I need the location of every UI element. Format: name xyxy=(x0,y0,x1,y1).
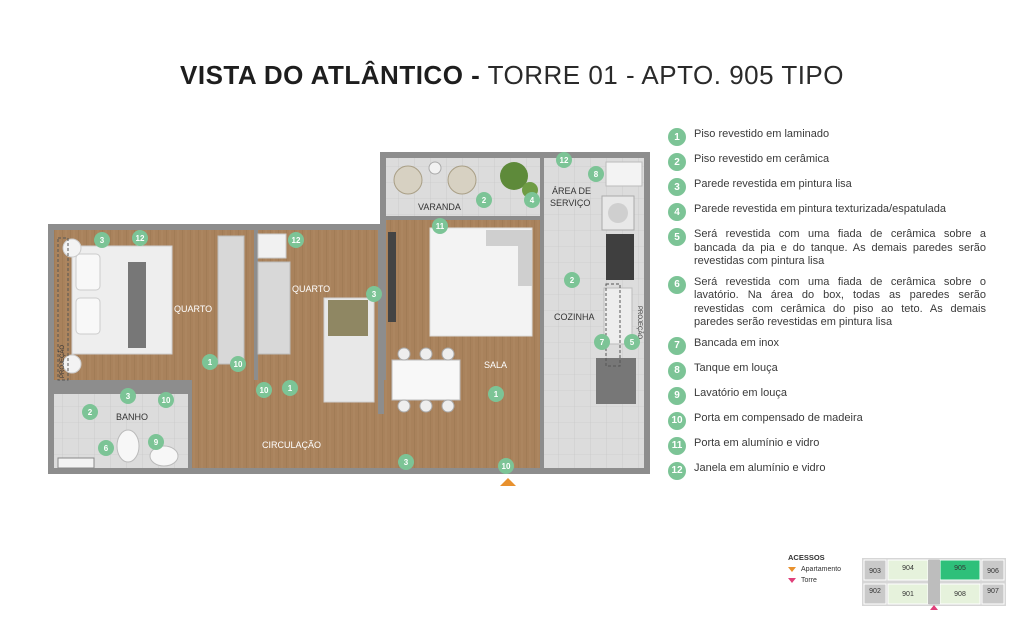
legend-text: Bancada em inox xyxy=(694,336,779,349)
marker-4: 4 xyxy=(530,196,535,205)
legend-item: 9 Lavatório em louça xyxy=(668,386,986,405)
legend-badge: 8 xyxy=(668,361,686,380)
legend-badge: 2 xyxy=(668,153,686,171)
marker-8: 8 xyxy=(594,170,599,179)
marker-12-b: 12 xyxy=(292,236,301,245)
legend-item: 7 Bancada em inox xyxy=(668,336,986,355)
legend-text: Porta em alumínio e vidro xyxy=(694,436,820,449)
legend-item: 12 Janela em alumínio e vidro xyxy=(668,461,986,480)
keyplan-unit: 903 xyxy=(869,568,881,575)
marker-3-a: 3 xyxy=(100,236,105,245)
marker-5: 5 xyxy=(630,338,635,347)
legend-badge: 9 xyxy=(668,386,686,405)
apartment-arrow-icon xyxy=(788,567,796,572)
legend-badge: 12 xyxy=(668,461,686,480)
legend-badge: 1 xyxy=(668,128,686,146)
key-plan: 903 904 905 906 902 901 908 907 xyxy=(862,558,1006,610)
access-apartment-row: Apartamento xyxy=(788,566,841,573)
label-circulacao: CIRCULAÇÃO xyxy=(262,440,321,450)
legend-item: 3 Parede revestida em pintura lisa xyxy=(668,178,986,196)
marker-6: 6 xyxy=(104,444,109,453)
keyplan-unit: 901 xyxy=(902,591,914,598)
legend-item: 5 Será revestida com uma fiada de cerâmic… xyxy=(668,228,986,269)
keyplan-unit: 905 xyxy=(954,565,966,572)
access-title: ACESSOS xyxy=(788,553,825,562)
marker-3-d: 3 xyxy=(404,458,409,467)
legend-item: 10 Porta em compensado de madeira xyxy=(668,411,986,430)
label-area-servico-1: ÁREA DE xyxy=(552,186,591,196)
label-projecao-2: PROJEÇÃO xyxy=(636,306,643,339)
label-quarto-2: QUARTO xyxy=(292,284,330,294)
legend-item: 4 Parede revestida em pintura texturizada… xyxy=(668,203,986,221)
marker-7: 7 xyxy=(600,338,605,347)
marker-1-c: 1 xyxy=(494,390,499,399)
access-tower-row: Torre xyxy=(788,577,841,584)
legend-item: 11 Porta em alumínio e vidro xyxy=(668,436,986,455)
marker-10-c: 10 xyxy=(162,396,171,405)
legend-item: 6 Será revestida com uma fiada de cerâmic… xyxy=(668,275,986,330)
legend-item: 1 Piso revestido em laminado xyxy=(668,128,986,146)
marker-1-b: 1 xyxy=(288,384,293,393)
legend-badge: 6 xyxy=(668,275,686,294)
legend-text: Parede revestida em pintura texturizada/… xyxy=(694,203,946,215)
marker-12-a: 12 xyxy=(136,234,145,243)
plan-markers: 3 12 12 12 8 2 4 11 3 2 7 5 1 10 10 1 1 … xyxy=(82,152,640,474)
marker-11: 11 xyxy=(436,222,445,231)
access-legend: ACESSOS Apartamento Torre xyxy=(788,553,841,588)
legend-text: Parede revestida em pintura lisa xyxy=(694,178,852,190)
marker-3-c: 3 xyxy=(126,392,131,401)
label-varanda: VARANDA xyxy=(418,202,461,212)
legend-text: Lavatório em louça xyxy=(694,386,787,399)
tower-arrow-icon xyxy=(788,578,796,583)
page-title: VISTA DO ATLÂNTICO - TORRE 01 - APTO. 90… xyxy=(0,60,1024,91)
legend-text: Piso revestido em cerâmica xyxy=(694,153,830,165)
label-quarto-1: QUARTO xyxy=(174,304,212,314)
marker-2-b: 2 xyxy=(570,276,575,285)
keyplan-unit: 908 xyxy=(954,591,966,598)
marker-2-c: 2 xyxy=(88,408,93,417)
access-apartment-label: Apartamento xyxy=(801,566,842,573)
legend-badge: 7 xyxy=(668,336,686,355)
keyplan-unit: 904 xyxy=(902,565,914,572)
legend-badge: 5 xyxy=(668,228,686,246)
legend-badge: 11 xyxy=(668,436,686,455)
marker-10-b: 10 xyxy=(260,386,269,395)
keyplan-unit: 902 xyxy=(869,588,881,595)
marker-9: 9 xyxy=(154,438,159,447)
legend-text: Piso revestido em laminado xyxy=(694,128,830,140)
marker-2-a: 2 xyxy=(482,196,487,205)
legend-text: Será revestida com uma fiada de cerâmica… xyxy=(694,228,986,267)
legend-text: Será revestida com uma fiada de cerâmica… xyxy=(694,275,986,329)
legend-badge: 10 xyxy=(668,411,686,430)
legend-badge: 3 xyxy=(668,178,686,196)
marker-10-a: 10 xyxy=(234,360,243,369)
title-light: TORRE 01 - APTO. 905 TIPO xyxy=(487,60,844,90)
label-cozinha: COZINHA xyxy=(554,312,595,322)
label-banho: BANHO xyxy=(116,412,148,422)
marker-12-c: 12 xyxy=(560,156,569,165)
keyplan-tower-icon xyxy=(930,605,938,610)
legend-item: 8 Tanque em louça xyxy=(668,361,986,380)
marker-1-a: 1 xyxy=(208,358,213,367)
legend-item: 2 Piso revestido em cerâmica xyxy=(668,153,986,171)
legend-text: Tanque em louça xyxy=(694,361,778,374)
title-bold: VISTA DO ATLÂNTICO - xyxy=(180,60,481,90)
label-projecao-1: PROJEÇÃO xyxy=(59,345,66,378)
marker-10-d: 10 xyxy=(502,462,511,471)
label-sala: SALA xyxy=(484,360,507,370)
keyplan-unit: 907 xyxy=(987,588,999,595)
finishes-legend: 1 Piso revestido em laminado 2 Piso revest… xyxy=(668,128,986,487)
label-area-servico-2: SERVIÇO xyxy=(550,198,590,208)
legend-text: Porta em compensado de madeira xyxy=(694,411,863,424)
access-tower-label: Torre xyxy=(801,577,817,584)
legend-badge: 4 xyxy=(668,203,686,221)
legend-text: Janela em alumínio e vidro xyxy=(694,461,826,474)
keyplan-unit: 906 xyxy=(987,568,999,575)
marker-3-b: 3 xyxy=(372,290,377,299)
floor-plan: QUARTO QUARTO VARANDA ÁREA DE SERVIÇO SA… xyxy=(48,152,650,486)
